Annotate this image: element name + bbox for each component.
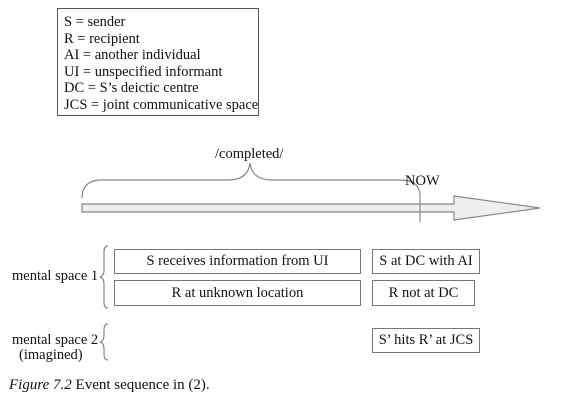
event-s-at-dc: S at DC with AI — [372, 249, 480, 274]
completed-brace — [81, 162, 421, 199]
legend-item-unspecified-informant: UI = unspecified informant — [64, 63, 223, 80]
figure-caption-text: Event sequence in (2). — [75, 377, 210, 393]
legend-item-joint-space: JCS = joint communicative space — [64, 96, 259, 113]
space2-label-line1: mental space 2 — [12, 332, 99, 348]
space1-label: mental space 1 — [12, 268, 99, 284]
legend-item-sender: S = sender — [64, 14, 126, 30]
legend-item-recipient: R = recipient — [64, 30, 140, 47]
legend-item-another-individual: AI = another individual — [64, 47, 201, 64]
event-s-hits-r: S’ hits R’ at JCS — [372, 328, 480, 353]
space1-brace — [99, 245, 109, 309]
completed-label: /completed/ — [215, 146, 284, 162]
space2-label-line2: (imagined) — [19, 347, 83, 363]
event-r-unknown-location: R at unknown location — [114, 280, 361, 306]
figure-number: Figure 7.2 — [9, 377, 72, 393]
event-r-not-at-dc: R not at DC — [372, 280, 475, 306]
space2-brace — [99, 323, 109, 361]
event-s-receives-info: S receives information from UI — [114, 249, 361, 274]
legend-item-deictic-centre: DC = S’s deictic centre — [64, 80, 199, 97]
legend-box: S = sender R = recipient AI = another in… — [57, 8, 259, 116]
timeline-arrow — [81, 195, 541, 221]
figure-caption: Figure 7.2 Event sequence in (2). — [9, 377, 210, 394]
now-label: NOW — [405, 173, 440, 189]
